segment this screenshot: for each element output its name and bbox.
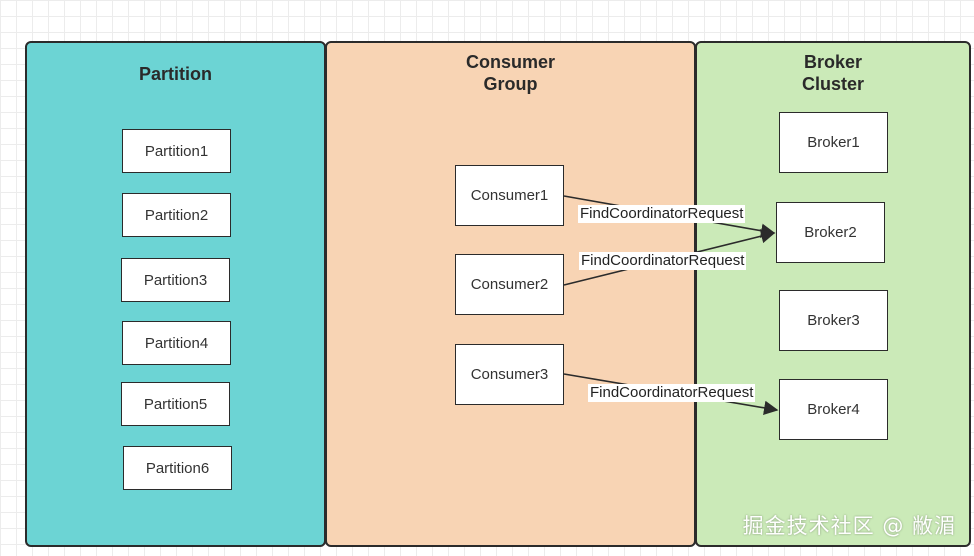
watermark-text: 掘金技术社区 @ 敝湄 xyxy=(742,514,956,538)
edge-label-consumer1-broker2: FindCoordinatorRequest xyxy=(578,205,746,223)
broker-cluster-panel-title: Broker Cluster xyxy=(801,52,864,94)
broker-node-2[interactable]: Broker2 xyxy=(776,202,885,263)
consumer-node-1[interactable]: Consumer1 xyxy=(455,165,564,226)
broker-node-1[interactable]: Broker1 xyxy=(779,112,888,173)
partition-node-3[interactable]: Partition3 xyxy=(121,258,230,302)
partition-node-1[interactable]: Partition1 xyxy=(122,129,231,173)
broker-node-4[interactable]: Broker4 xyxy=(779,379,888,440)
consumer-node-2[interactable]: Consumer2 xyxy=(455,254,564,315)
partition-panel-title: Partition xyxy=(138,64,212,84)
consumer-group-panel-title: Consumer Group xyxy=(465,52,555,94)
edge-label-consumer2-broker2: FindCoordinatorRequest xyxy=(579,252,747,270)
edge-label-consumer3-broker4: FindCoordinatorRequest xyxy=(588,384,756,402)
partition-node-6[interactable]: Partition6 xyxy=(123,446,232,490)
partition-node-2[interactable]: Partition2 xyxy=(122,193,231,237)
partition-node-4[interactable]: Partition4 xyxy=(122,321,231,365)
consumer-group-panel: Consumer Group xyxy=(325,41,696,547)
partition-node-5[interactable]: Partition5 xyxy=(121,382,230,426)
consumer-node-3[interactable]: Consumer3 xyxy=(455,344,564,405)
broker-node-3[interactable]: Broker3 xyxy=(779,290,888,351)
